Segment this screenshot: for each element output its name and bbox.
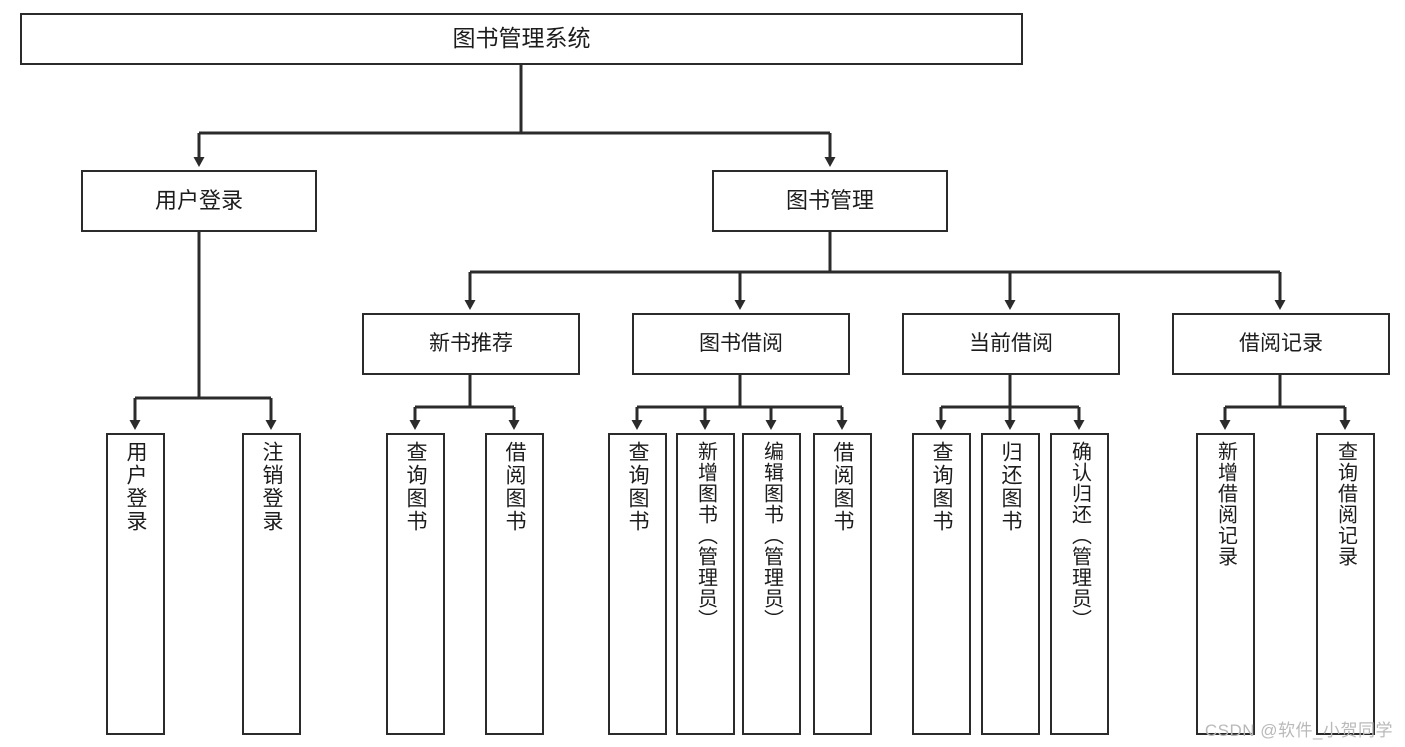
leaf-logout-label: 注销登录 [260, 441, 283, 533]
leaf-query-book-3[interactable]: 查询图书 [912, 433, 971, 735]
leaf-query-book-1-label: 查询图书 [404, 441, 427, 533]
leaf-user-login[interactable]: 用户登录 [106, 433, 165, 735]
node-book-manage-label: 图书管理 [785, 187, 874, 213]
node-current-borrow[interactable]: 当前借阅 [902, 313, 1120, 375]
leaf-add-book-label: 新增图书（管理员） [694, 441, 717, 630]
leaf-edit-book[interactable]: 编辑图书（管理员） [742, 433, 801, 735]
node-new-book-recommend-label: 新书推荐 [429, 332, 513, 356]
leaf-logout[interactable]: 注销登录 [242, 433, 301, 735]
node-book-manage[interactable]: 图书管理 [712, 170, 948, 232]
leaf-query-record[interactable]: 查询借阅记录 [1316, 433, 1375, 735]
node-book-borrow-label: 图书借阅 [699, 332, 783, 356]
leaf-borrow-book-2-label: 借阅图书 [831, 441, 854, 533]
leaf-add-record-label: 新增借阅记录 [1214, 441, 1237, 567]
leaf-query-book-2[interactable]: 查询图书 [608, 433, 667, 735]
leaf-borrow-book-1[interactable]: 借阅图书 [485, 433, 544, 735]
leaf-return-book-label: 归还图书 [999, 441, 1022, 533]
watermark: CSDN @软件_小贺同学 [1204, 721, 1393, 740]
leaf-add-book[interactable]: 新增图书（管理员） [676, 433, 735, 735]
leaf-query-book-3-label: 查询图书 [930, 441, 953, 533]
node-user-login-label: 用户登录 [154, 187, 243, 213]
node-borrow-record-label: 借阅记录 [1239, 332, 1323, 356]
leaf-confirm-return[interactable]: 确认归还（管理员） [1050, 433, 1109, 735]
node-root-label: 图书管理系统 [452, 25, 591, 52]
leaf-add-record[interactable]: 新增借阅记录 [1196, 433, 1255, 735]
node-borrow-record[interactable]: 借阅记录 [1172, 313, 1390, 375]
node-new-book-recommend[interactable]: 新书推荐 [362, 313, 580, 375]
leaf-edit-book-label: 编辑图书（管理员） [760, 441, 783, 630]
leaf-borrow-book-2[interactable]: 借阅图书 [813, 433, 872, 735]
leaf-return-book[interactable]: 归还图书 [981, 433, 1040, 735]
node-book-borrow[interactable]: 图书借阅 [632, 313, 850, 375]
leaf-user-login-label: 用户登录 [124, 441, 147, 533]
leaf-confirm-return-label: 确认归还（管理员） [1068, 441, 1091, 630]
node-user-login[interactable]: 用户登录 [81, 170, 317, 232]
node-root[interactable]: 图书管理系统 [20, 13, 1023, 65]
leaf-borrow-book-1-label: 借阅图书 [503, 441, 526, 533]
leaf-query-book-2-label: 查询图书 [626, 441, 649, 533]
leaf-query-record-label: 查询借阅记录 [1334, 441, 1357, 567]
leaf-query-book-1[interactable]: 查询图书 [386, 433, 445, 735]
node-current-borrow-label: 当前借阅 [969, 332, 1053, 356]
